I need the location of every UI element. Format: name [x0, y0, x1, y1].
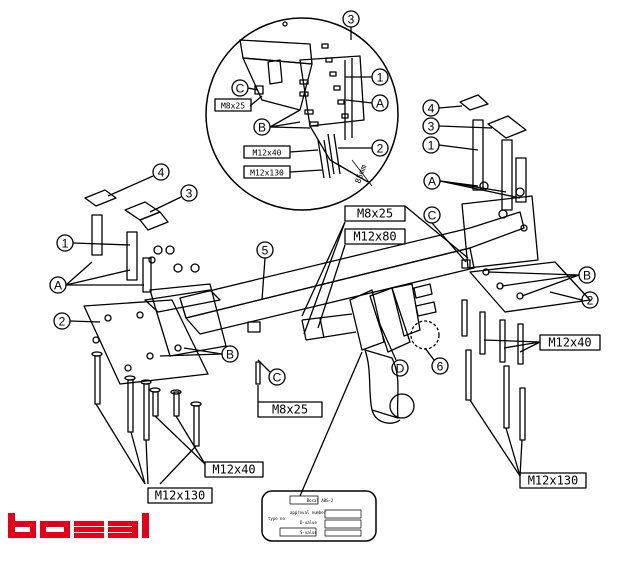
mount-block-4-left — [84, 189, 117, 207]
callout-3-inset: 3 — [348, 13, 355, 27]
tow-ball-neck — [364, 349, 399, 419]
callout-D: D — [396, 362, 405, 376]
callout-1-inset: 1 — [377, 71, 384, 85]
callout-C-right: C — [428, 209, 437, 223]
bolt-m12x130-right: M12x130 — [528, 474, 579, 488]
callout-1-left: 1 — [62, 237, 69, 251]
inset-bolts — [254, 21, 349, 179]
callout-4-right: 4 — [428, 102, 435, 116]
plate-2-right — [469, 261, 591, 313]
callout-B-right: B — [583, 269, 591, 283]
callout-5: 5 — [262, 244, 269, 258]
callout-3-left: 3 — [186, 187, 193, 201]
tow-ball — [389, 393, 415, 419]
callout-2-inset: 2 — [377, 142, 384, 156]
callout-6: 6 — [437, 360, 444, 374]
bolt-m12x130-inset: M12x130 — [250, 169, 284, 178]
label-plate-row-3: S-value — [300, 530, 317, 535]
bolt-m12x40-inset: M12x40 — [253, 149, 282, 158]
bolt-m8x25-inset: M8x25 — [221, 102, 245, 111]
label-plate — [261, 490, 377, 542]
cross-beam-5 — [179, 211, 525, 319]
bolt-m12x40-right: M12x40 — [548, 336, 591, 350]
bolt-m8x25-top: M8x25 — [357, 207, 393, 221]
bolts-left — [91, 351, 202, 447]
callout-1-right: 1 — [428, 139, 435, 153]
inset-circle — [205, 17, 399, 211]
bolt-m8x25-bottom: M8x25 — [272, 403, 308, 417]
bolt-m12x80: M12x80 — [353, 230, 396, 244]
bolt-m12x40-left: M12x40 — [212, 463, 255, 477]
socket-plate-6 — [410, 320, 440, 350]
bolt-m12x130-left: M12x130 — [155, 489, 206, 503]
callout-3-right: 3 — [428, 120, 435, 134]
plate-2-left — [83, 299, 209, 385]
callout-C-inset: C — [236, 82, 245, 96]
logo-letters — [8, 513, 149, 538]
callout-A-right: A — [428, 175, 436, 189]
bosal-logo: bosal — [8, 513, 149, 538]
label-plate-title: Bosal ABG-2 — [307, 498, 334, 503]
callout-4-left: 4 — [158, 166, 165, 180]
inset-bracket — [239, 39, 369, 183]
callout-C-centre: C — [273, 371, 282, 385]
label-plate-subtitle: approval number — [290, 510, 327, 515]
callout-B-inset: B — [258, 121, 266, 135]
label-plate-row-2: D-value — [300, 520, 317, 525]
callout-A-left: A — [54, 279, 62, 293]
callout-B-left: B — [226, 348, 234, 362]
callout-2-left: 2 — [59, 315, 66, 329]
callout-A-inset: A — [376, 97, 384, 111]
callout-2-right: 2 — [587, 294, 594, 308]
label-plate-row-1: type no — [268, 516, 285, 521]
